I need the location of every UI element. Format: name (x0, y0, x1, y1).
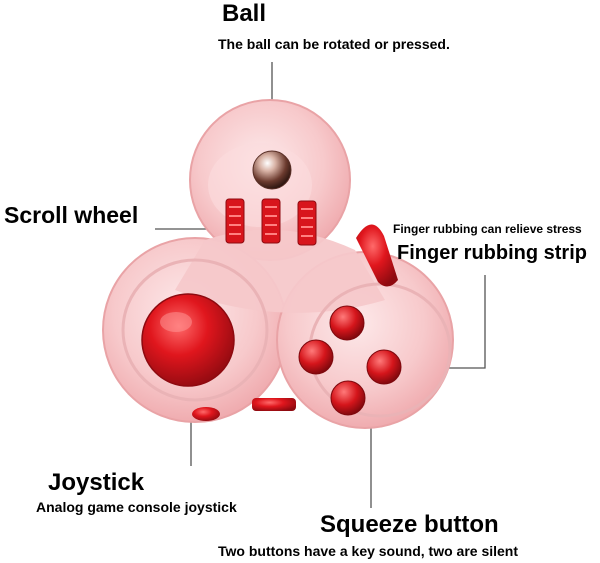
squeeze-button-title: Squeeze button (320, 511, 499, 538)
squeeze-button-desc: Two buttons have a key sound, two are si… (218, 543, 519, 559)
scroll-wheel-title: Scroll wheel (4, 202, 139, 228)
finger-rubbing-note: Finger rubbing can relieve stress (393, 222, 582, 236)
bottom-nubs (192, 398, 296, 421)
joystick-title: Joystick (48, 469, 145, 496)
ball-title: Ball (222, 0, 267, 27)
joystick-desc: Analog game console joystick (36, 499, 237, 515)
squeeze-buttons (298, 305, 402, 416)
joystick (141, 293, 235, 387)
ball-desc: The ball can be rotated or pressed. (218, 36, 450, 52)
ball (252, 150, 292, 190)
finger-rubbing-strip (356, 224, 398, 287)
scroll-wheels (225, 198, 317, 246)
finger-rubbing-title: Finger rubbing strip (397, 242, 587, 264)
finger-strip-leader-line (448, 275, 486, 369)
